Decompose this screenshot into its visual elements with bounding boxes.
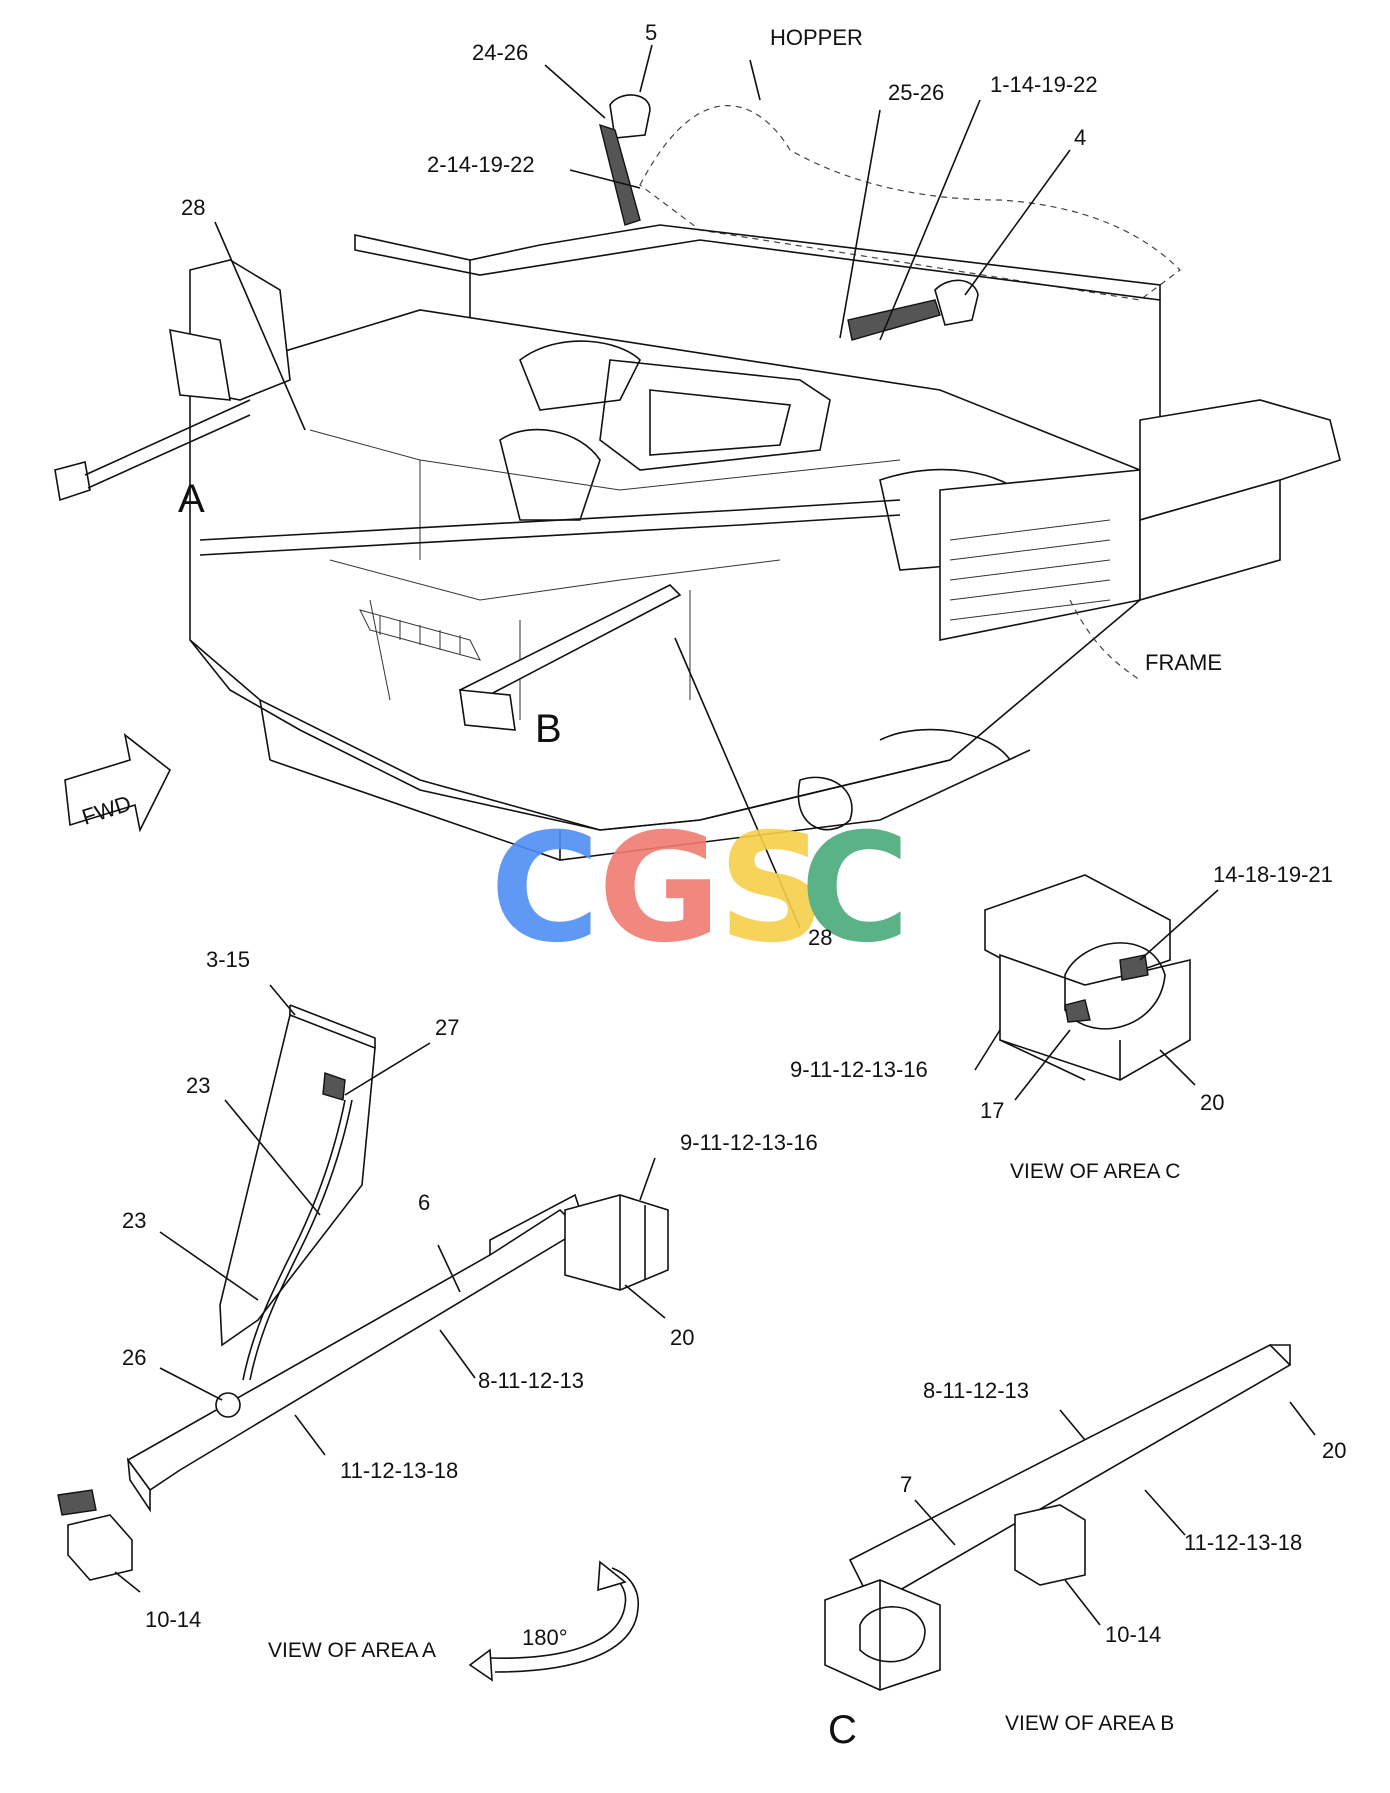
label-hopper: HOPPER bbox=[770, 25, 863, 50]
watermark-letter-c1: C bbox=[490, 802, 600, 976]
callout-28-mid: 28 bbox=[808, 925, 832, 950]
callout-3-15: 3-15 bbox=[206, 947, 250, 972]
callout-9-11-12-13-16-a: 9-11-12-13-16 bbox=[680, 1130, 818, 1155]
callout-7: 7 bbox=[900, 1472, 912, 1497]
callout-11-12-13-18-a: 11-12-13-18 bbox=[340, 1458, 458, 1483]
caption-view-c: VIEW OF AREA C bbox=[1010, 1160, 1180, 1183]
fwd-arrow bbox=[64, 733, 172, 833]
callout-20-c: 20 bbox=[1200, 1090, 1224, 1115]
callout-23-lower: 23 bbox=[122, 1208, 146, 1233]
callout-10-14-b: 10-14 bbox=[1105, 1622, 1161, 1647]
callout-2-14-19-22: 2-14-19-22 bbox=[427, 152, 535, 177]
callout-24-26: 24-26 bbox=[472, 40, 528, 65]
view-c-drawing bbox=[984, 874, 1191, 1081]
watermark-letter-c2: C bbox=[800, 802, 910, 976]
leader-lines-view-a bbox=[114, 984, 666, 1593]
caption-view-b: VIEW OF AREA B bbox=[1005, 1712, 1174, 1735]
label-frame: FRAME bbox=[1145, 650, 1222, 675]
leader-lines-view-b bbox=[914, 1401, 1316, 1626]
callout-8-11-12-13-a: 8-11-12-13 bbox=[478, 1368, 584, 1393]
label-area-c: C bbox=[828, 1708, 857, 1752]
label-rotate-180: 180° bbox=[522, 1625, 568, 1650]
callout-27: 27 bbox=[435, 1015, 459, 1040]
watermark-letter-g: G bbox=[598, 802, 721, 976]
lamp-a bbox=[54, 461, 91, 502]
label-area-a: A bbox=[178, 477, 205, 521]
callout-17: 17 bbox=[980, 1098, 1004, 1123]
callout-25-26: 25-26 bbox=[888, 80, 944, 105]
leader-lines-view-c bbox=[974, 889, 1219, 1101]
callout-5: 5 bbox=[645, 20, 657, 45]
callout-20-b: 20 bbox=[1322, 1438, 1346, 1463]
lamp-5-shape bbox=[609, 94, 651, 139]
callout-10-14-a: 10-14 bbox=[145, 1607, 201, 1632]
callout-23-upper: 23 bbox=[186, 1073, 210, 1098]
caption-view-a: VIEW OF AREA A bbox=[268, 1639, 436, 1662]
callout-14-18-19-21: 14-18-19-21 bbox=[1213, 862, 1333, 887]
view-a-drawing bbox=[57, 1004, 669, 1682]
watermark-letter-s: S bbox=[718, 802, 826, 976]
leader-lines-main bbox=[214, 44, 1071, 929]
label-area-b: B bbox=[535, 707, 562, 751]
callout-9-11-12-13-16-c: 9-11-12-13-16 bbox=[790, 1057, 928, 1082]
callout-8-11-12-13-b: 8-11-12-13 bbox=[923, 1378, 1029, 1403]
watermark-logo: C G S C bbox=[490, 802, 910, 976]
machine-frame-drawing bbox=[54, 59, 1341, 861]
callout-6: 6 bbox=[418, 1190, 430, 1215]
callout-11-12-13-18-b: 11-12-13-18 bbox=[1184, 1530, 1302, 1555]
view-b-drawing bbox=[824, 1344, 1292, 1691]
callout-4: 4 bbox=[1074, 125, 1086, 150]
callout-26: 26 bbox=[122, 1345, 146, 1370]
callout-28-top: 28 bbox=[181, 195, 205, 220]
callout-20-a: 20 bbox=[670, 1325, 694, 1350]
callout-1-14-19-22: 1-14-19-22 bbox=[990, 72, 1098, 97]
